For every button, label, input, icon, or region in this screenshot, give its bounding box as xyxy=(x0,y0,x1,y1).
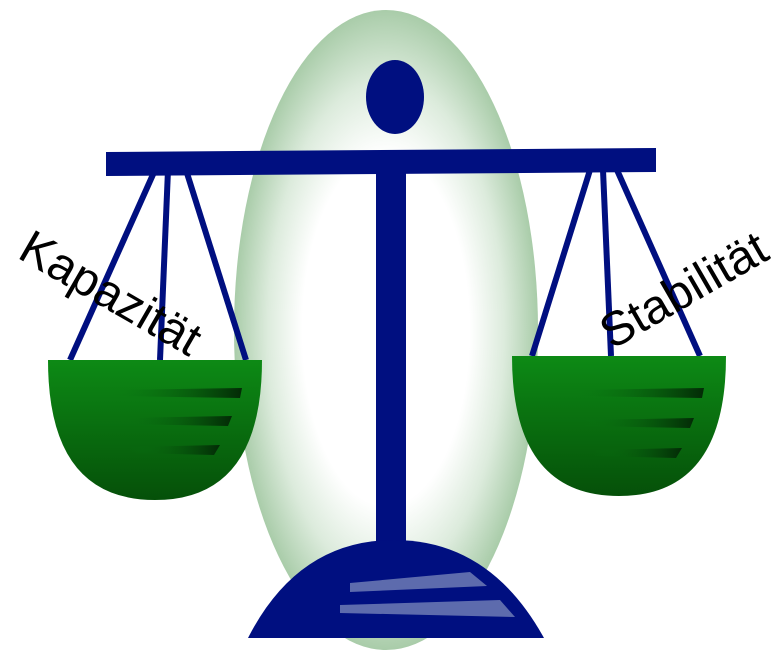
left-pan-label: Kapazität xyxy=(11,221,211,367)
scale-top-knob xyxy=(366,60,424,134)
right-pan-label: Stabilität xyxy=(591,222,777,360)
right-pan xyxy=(512,356,726,496)
scale-post xyxy=(376,165,406,560)
left-pan xyxy=(48,360,262,500)
